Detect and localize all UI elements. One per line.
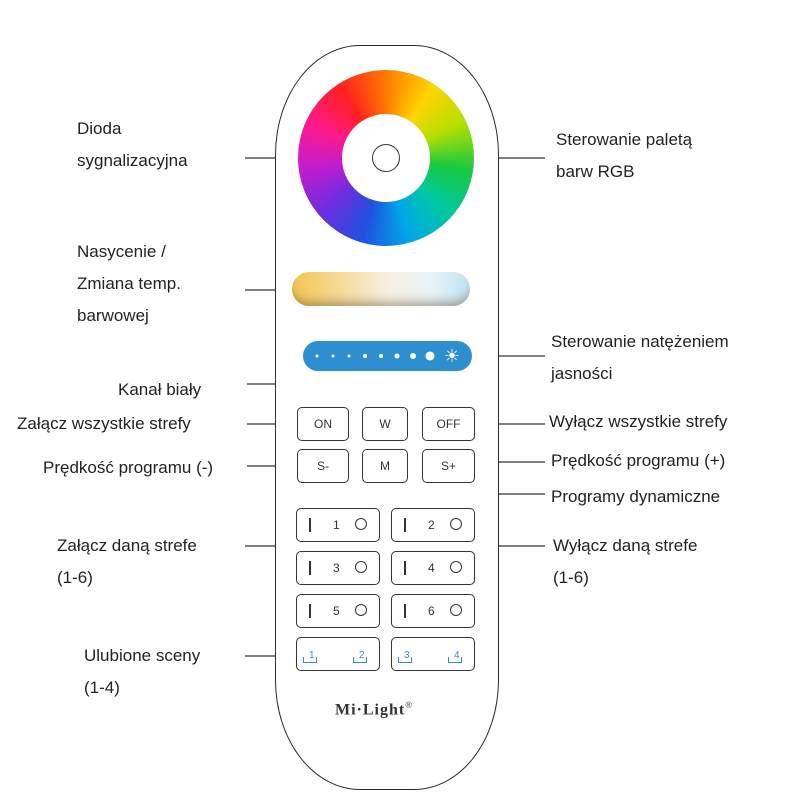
brightness-dot bbox=[348, 355, 351, 358]
brightness-dot bbox=[395, 354, 400, 359]
zone-off-icon[interactable] bbox=[450, 604, 462, 616]
label-zone-off: Wyłącz daną strefe(1-6) bbox=[553, 530, 697, 594]
label-all-off: Wyłącz wszystkie strefy bbox=[549, 406, 727, 438]
label-dynamic: Programy dynamiczne bbox=[551, 481, 720, 513]
zone-off-icon[interactable] bbox=[450, 518, 462, 530]
zone-5-key[interactable]: 5 bbox=[296, 594, 380, 628]
brightness-dot bbox=[379, 354, 383, 358]
all-off-button[interactable]: OFF bbox=[422, 407, 475, 441]
brightness-dot bbox=[426, 352, 435, 361]
zone-on-icon[interactable] bbox=[309, 518, 311, 532]
scene-icon bbox=[303, 657, 317, 663]
zone-3-key[interactable]: 3 bbox=[296, 551, 380, 585]
scene-icon bbox=[398, 657, 412, 663]
zone-2-key[interactable]: 2 bbox=[391, 508, 475, 542]
scene-icon bbox=[353, 657, 367, 663]
registered-mark: ® bbox=[405, 700, 413, 710]
brightness-dot bbox=[363, 354, 367, 358]
brightness-dot bbox=[316, 355, 319, 358]
zone-number: 6 bbox=[428, 604, 435, 618]
all-on-button[interactable]: ON bbox=[297, 407, 349, 441]
brightness-dot bbox=[332, 355, 335, 358]
zone-off-icon[interactable] bbox=[355, 518, 367, 530]
label-scenes: Ulubione sceny(1-4) bbox=[84, 640, 200, 704]
indicator-diode bbox=[372, 144, 400, 172]
zone-on-icon[interactable] bbox=[309, 561, 311, 575]
speed-up-button[interactable]: S+ bbox=[422, 449, 475, 483]
zone-number: 3 bbox=[333, 561, 340, 575]
zone-number: 1 bbox=[333, 518, 340, 532]
label-saturation: Nasycenie /Zmiana temp.barwowej bbox=[77, 236, 181, 332]
zone-number: 4 bbox=[428, 561, 435, 575]
mode-button[interactable]: M bbox=[362, 449, 408, 483]
scene-key-3-4[interactable]: 3 4 bbox=[391, 637, 475, 671]
scene-key-1-2[interactable]: 1 2 bbox=[296, 637, 380, 671]
zone-off-icon[interactable] bbox=[450, 561, 462, 573]
label-white-channel: Kanał biały bbox=[118, 374, 201, 406]
zone-on-icon[interactable] bbox=[404, 561, 406, 575]
white-channel-button[interactable]: W bbox=[362, 407, 408, 441]
zone-off-icon[interactable] bbox=[355, 561, 367, 573]
zone-4-key[interactable]: 4 bbox=[391, 551, 475, 585]
brand-name: Mi·Light bbox=[335, 701, 405, 718]
zone-number: 2 bbox=[428, 518, 435, 532]
zone-off-icon[interactable] bbox=[355, 604, 367, 616]
label-speed-down: Prędkość programu (-) bbox=[43, 452, 213, 484]
label-zone-on: Załącz daną strefe(1-6) bbox=[57, 530, 197, 594]
zone-on-icon[interactable] bbox=[404, 518, 406, 532]
brightness-dot bbox=[410, 353, 416, 359]
zone-number: 5 bbox=[333, 604, 340, 618]
zone-on-icon[interactable] bbox=[309, 604, 311, 618]
label-speed-up: Prędkość programu (+) bbox=[551, 445, 725, 477]
scene-icon bbox=[448, 657, 462, 663]
zone-1-key[interactable]: 1 bbox=[296, 508, 380, 542]
label-all-on: Załącz wszystkie strefy bbox=[17, 408, 191, 440]
brand-logo: Mi·Light® bbox=[335, 700, 413, 719]
sun-icon: ☀ bbox=[442, 346, 462, 366]
zone-6-key[interactable]: 6 bbox=[391, 594, 475, 628]
speed-down-button[interactable]: S- bbox=[297, 449, 349, 483]
zone-on-icon[interactable] bbox=[404, 604, 406, 618]
saturation-temperature-slider[interactable] bbox=[292, 272, 470, 306]
